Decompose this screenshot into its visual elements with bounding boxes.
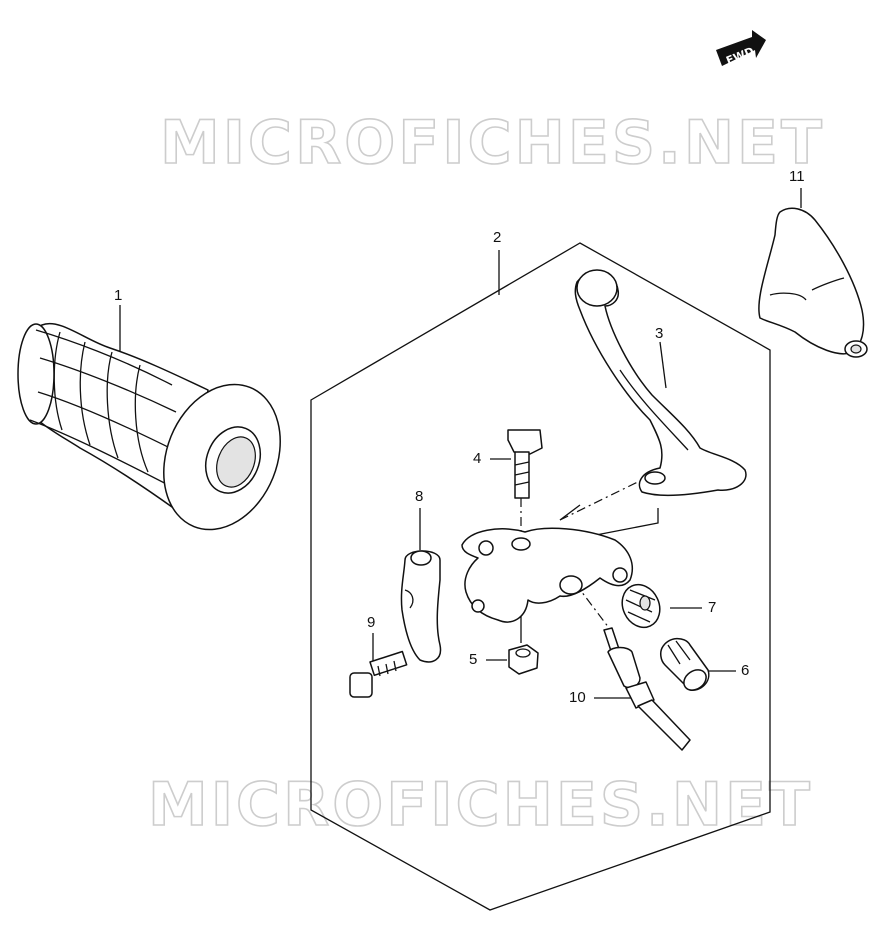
clamp [400, 550, 442, 663]
axis-cable [574, 582, 613, 633]
callout-10: 10 [569, 689, 586, 706]
callout-9: 9 [367, 614, 376, 631]
adjuster [660, 637, 710, 691]
clamp-bolt [349, 650, 408, 698]
callout-11: 11 [789, 168, 805, 185]
callout-2: 2 [493, 229, 502, 246]
nut [508, 644, 539, 675]
grip [17, 322, 281, 531]
lever-link-a [559, 504, 581, 521]
callout-7: 7 [708, 599, 717, 616]
lever [574, 269, 747, 497]
axis-lever [559, 474, 653, 521]
bolt-pivot [507, 429, 543, 499]
callout-8: 8 [415, 488, 424, 505]
callout-1: 1 [114, 287, 123, 304]
callout-4: 4 [473, 450, 482, 467]
fwd-arrow-icon: FWD [716, 30, 766, 67]
leader-3 [659, 341, 667, 389]
adjuster-nut [621, 583, 661, 629]
callout-6: 6 [741, 662, 750, 679]
lever-link-b [595, 508, 659, 536]
assembly-outline [310, 242, 771, 911]
cable [603, 627, 691, 751]
callout-5: 5 [469, 651, 478, 668]
lever-cover [758, 207, 868, 358]
lever-holder [461, 527, 634, 623]
callout-3: 3 [655, 325, 664, 342]
